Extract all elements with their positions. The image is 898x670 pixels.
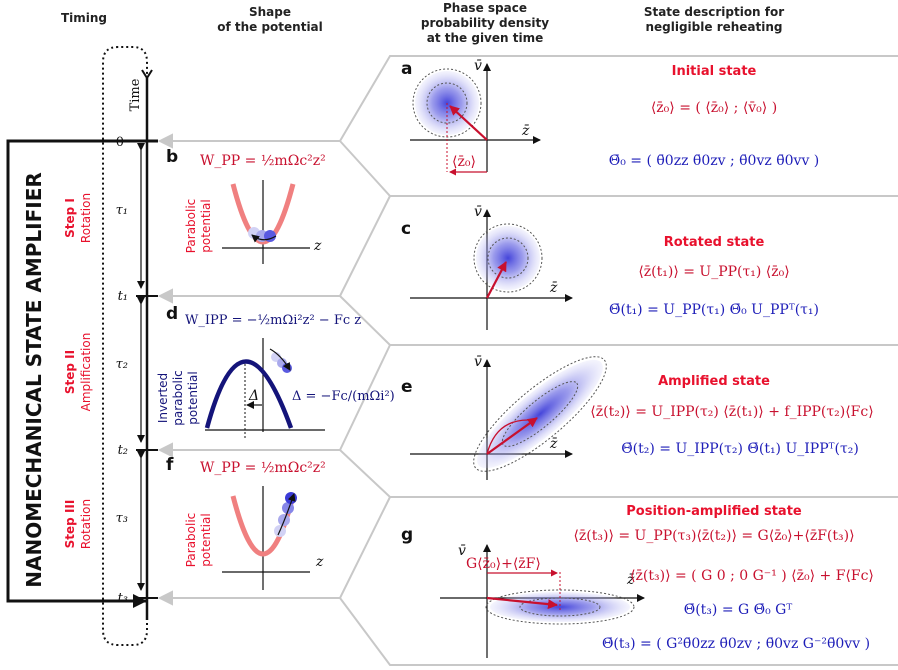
phase-a-contour-inner <box>426 82 468 124</box>
phase-c-contour-outer <box>473 223 543 293</box>
state-g-eq1: ⟨z̄(t₃)⟩ = U_PP(τ₃)⟨z̄(t₂)⟩ = G⟨z̄₀⟩+⟨z̄… <box>573 528 854 544</box>
panel-label-a: a <box>401 59 412 79</box>
phase-c-state-vector <box>486 261 507 299</box>
panel-label-d: d <box>166 304 178 324</box>
potential-b-formula: W_PP = ½mΩc²z² <box>200 153 326 169</box>
amplifier-arrow <box>6 139 158 608</box>
phase-c-density <box>476 226 540 290</box>
state-g-title: Position-amplified state <box>626 504 802 519</box>
step2-action: Amplification <box>79 333 93 412</box>
state-e-title: Amplified state <box>658 374 770 389</box>
potential-d-label-3: potential <box>186 371 200 424</box>
time-loop-arrowhead <box>141 69 153 80</box>
time-axis-label: Time <box>128 78 143 111</box>
state-a-eq2: Θ̄₀ = ( θ̄0zz θ̄0zv ; θ̄0vz θ̄0vv ) <box>609 153 820 169</box>
phase-e-contour-inner <box>501 381 579 447</box>
phase-c-z-label: z̄ <box>549 280 558 296</box>
tick-label-t2: t₂ <box>118 443 128 458</box>
tau1-label: τ₁ <box>116 203 128 218</box>
header-phase-2: probability density <box>421 16 549 30</box>
phase-e-z-label: z̄ <box>549 436 558 452</box>
step2-name: Step II <box>63 350 77 394</box>
potential-f-z-label: z <box>315 554 324 570</box>
phase-g-contour-inner <box>519 597 601 617</box>
phase-a-v-label: v̄ <box>474 58 482 74</box>
panel-label-c: c <box>401 219 411 239</box>
state-e-eq2: Θ̄(t₂) = U_IPP(τ₂) Θ̄(t₁) U_IPPᵀ(τ₂) <box>621 441 859 457</box>
potential-b-label-1: Parabolic <box>184 199 198 254</box>
state-g-eq4: Θ̄(t₃) = ( G²θ̄0zz θ̄0zv ; θ̄0vz G⁻²θ̄0v… <box>602 636 870 652</box>
phase-e-trajectory <box>486 419 529 455</box>
header-state-2: negligible reheating <box>645 20 782 34</box>
panel-label-f: f <box>166 455 174 475</box>
tick-label-t1: t₁ <box>118 289 128 304</box>
header-timing: Timing <box>61 11 107 25</box>
phase-e-state-vector <box>486 417 538 455</box>
panel-outlines <box>162 55 898 666</box>
step1-name: Step I <box>63 198 77 238</box>
step1-action: Rotation <box>79 193 93 243</box>
potential-d-curve <box>204 359 294 429</box>
state-c-eq2: Θ̄(t₁) = U_PP(τ₁) Θ̄₀ U_PPᵀ(τ₁) <box>609 302 819 318</box>
particle-b-path <box>251 234 277 243</box>
header-phase-1: Phase space <box>443 1 527 15</box>
phase-c-contour-inner <box>487 237 529 279</box>
panel-label-b: b <box>166 147 178 167</box>
phase-g-contour-outer <box>485 589 635 625</box>
tick-label-t3: t₃ <box>118 591 128 606</box>
state-a-title: Initial state <box>672 64 757 79</box>
header-shape-1: Shape <box>249 5 291 19</box>
particle-d-path <box>269 348 291 371</box>
state-e-eq1: ⟨z̄(t₂)⟩ = U_IPP(τ₂) ⟨z̄(t₁)⟩ + f_IPP(τ₂… <box>590 404 873 420</box>
state-g-eq3: Θ̄(t₃) = G Θ̄₀ Gᵀ <box>684 602 793 618</box>
tau3-label: τ₃ <box>116 511 128 526</box>
state-g-eq2: ⟨z̄(t₃)⟩ = ( G 0 ; 0 G⁻¹ ) ⟨z̄₀⟩ + F⟨Fc⟩ <box>630 568 874 584</box>
particle-f-path <box>277 493 296 536</box>
potential-f-label-1: Parabolic <box>184 513 198 568</box>
panel-label-e: e <box>401 377 413 397</box>
potential-d-label-2: parabolic <box>171 370 185 425</box>
tick-label-0: 0 <box>116 135 124 150</box>
particle-f-mid2 <box>282 502 294 514</box>
phase-a-state-vector <box>449 105 488 141</box>
header-phase-3: at the given time <box>427 31 543 45</box>
state-c-title: Rotated state <box>664 235 765 250</box>
phase-a-z0-label: ⟨z̄₀⟩ <box>452 154 476 170</box>
state-c-eq1: ⟨z̄(t₁)⟩ = U_PP(τ₁) ⟨z̄₀⟩ <box>638 264 789 280</box>
header-shape-2: of the potential <box>217 20 323 34</box>
phase-g-v-label: v̄ <box>458 543 466 559</box>
potential-b-curve <box>230 183 296 245</box>
phase-g-state-vector <box>486 596 558 610</box>
timeline-pointer-arrows <box>157 133 173 606</box>
phase-c-v-label: v̄ <box>474 204 482 220</box>
potential-d-formula: W_IPP = −½mΩi²z² − Fc z <box>185 313 361 328</box>
phase-g-density <box>490 592 630 622</box>
phase-e-density <box>477 359 603 469</box>
potential-d-delta-def: Δ = −Fc/(mΩi²) <box>292 389 395 404</box>
state-a-eq1: ⟨z̄₀⟩ = ( ⟨z̄₀⟩ ; ⟨v̄₀⟩ ) <box>651 100 777 116</box>
phase-e-v-label: v̄ <box>474 354 482 370</box>
phase-a-z-label: z̄ <box>521 123 530 139</box>
step3-name: Step III <box>63 500 77 549</box>
potential-b-z-label: z <box>313 238 322 254</box>
amplifier-label: NANOMECHANICAL STATE AMPLIFIER <box>22 172 46 588</box>
potential-f-formula: W_PP = ½mΩc²z² <box>200 460 326 476</box>
potential-b-label-2: potential <box>199 199 213 252</box>
panel-label-g: g <box>401 525 413 545</box>
tau2-label: τ₂ <box>116 357 128 372</box>
phase-g-arrow-label: G⟨z̄₀⟩+⟨z̄F⟩ <box>466 556 541 572</box>
potential-d-label-1: Inverted <box>156 373 170 423</box>
header-state-1: State description for <box>644 5 784 19</box>
phase-g-z-label: z̄ <box>626 572 635 588</box>
potential-d-delta: Δ <box>248 388 259 404</box>
potential-f-label-2: potential <box>199 513 213 566</box>
step3-action: Rotation <box>79 499 93 549</box>
